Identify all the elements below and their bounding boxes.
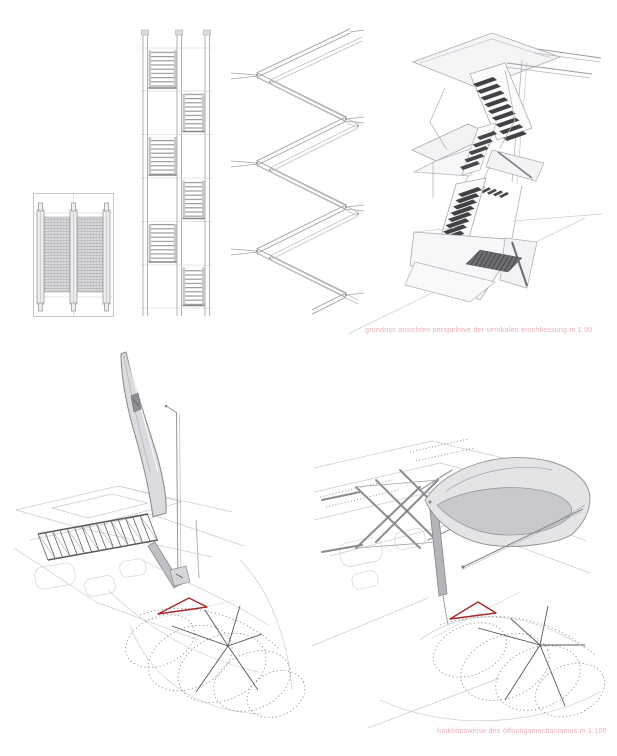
dotted-cocoon-folded — [433, 615, 606, 718]
section-stringers — [255, 28, 363, 315]
figure-stair-section-zigzag — [230, 28, 365, 315]
cocoon-spokes-folded — [477, 605, 585, 707]
caption-bottom: funktionsweise des öffnungsmechanismus m… — [437, 728, 607, 735]
axo-mid-flight — [460, 122, 497, 176]
curved-blade — [120, 351, 167, 518]
section-landing-stubs — [230, 29, 365, 296]
axo-bottom-landings — [404, 227, 538, 303]
elevation-rails — [141, 29, 211, 316]
guide-curves-folded — [379, 616, 601, 722]
cocoon-spokes — [171, 605, 263, 693]
axo-upper-flight — [469, 62, 533, 141]
guide-curves — [107, 559, 293, 715]
figure-stair-axonometric — [347, 32, 603, 335]
figure-stair-elevation — [140, 29, 212, 316]
tie-rod — [460, 508, 584, 571]
section-joints — [255, 73, 359, 297]
figure-stair-plan — [33, 193, 114, 317]
red-triangle-marker — [149, 597, 236, 621]
elevation-flights — [148, 50, 205, 307]
figure-mechanism-deployed — [13, 351, 306, 718]
truss-deck — [37, 513, 159, 561]
caption-top: grundriss ansichten perspektive der vert… — [365, 327, 593, 334]
figure-mechanism-folded — [311, 438, 606, 729]
plan-rails — [36, 202, 111, 312]
plan-tread-hatch — [43, 216, 104, 293]
scissor-connectors — [355, 479, 439, 549]
red-triangle-marker-folded — [431, 591, 521, 639]
elevation-floor-lines — [140, 47, 212, 309]
curved-shell — [424, 457, 591, 547]
deck-wireframe — [13, 485, 245, 641]
